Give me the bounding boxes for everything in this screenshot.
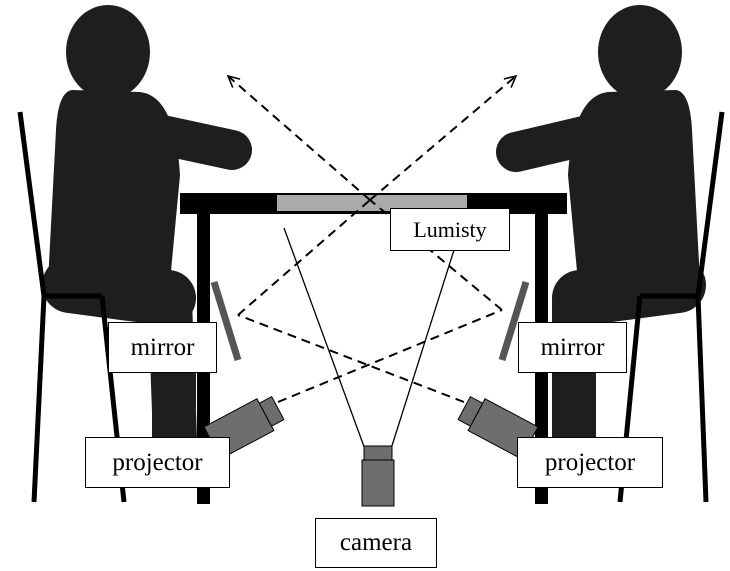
left-person-shin — [152, 360, 196, 440]
left-person-thigh — [42, 257, 196, 326]
left-person-head — [66, 5, 150, 99]
right-person-head — [598, 5, 682, 99]
projector-left-label: projector — [85, 437, 230, 488]
mirror-right — [498, 280, 530, 362]
lumisty-label: Lumisty — [390, 208, 510, 251]
mirror-left-label: mirror — [108, 322, 217, 373]
mirror-right-label: mirror — [518, 322, 627, 373]
camera-sight-lines — [283, 227, 455, 453]
mirror-left — [210, 280, 242, 362]
camera-body — [361, 459, 395, 507]
lumisty-film — [277, 195, 467, 211]
camera-label: camera — [315, 518, 437, 568]
right-person-thigh — [552, 257, 706, 326]
projector-right-label: projector — [517, 437, 663, 488]
camera-lens — [363, 445, 393, 461]
camera-device — [361, 445, 395, 507]
left-person-arm — [110, 108, 252, 170]
right-person — [496, 5, 706, 440]
right-person-arm — [496, 108, 638, 172]
